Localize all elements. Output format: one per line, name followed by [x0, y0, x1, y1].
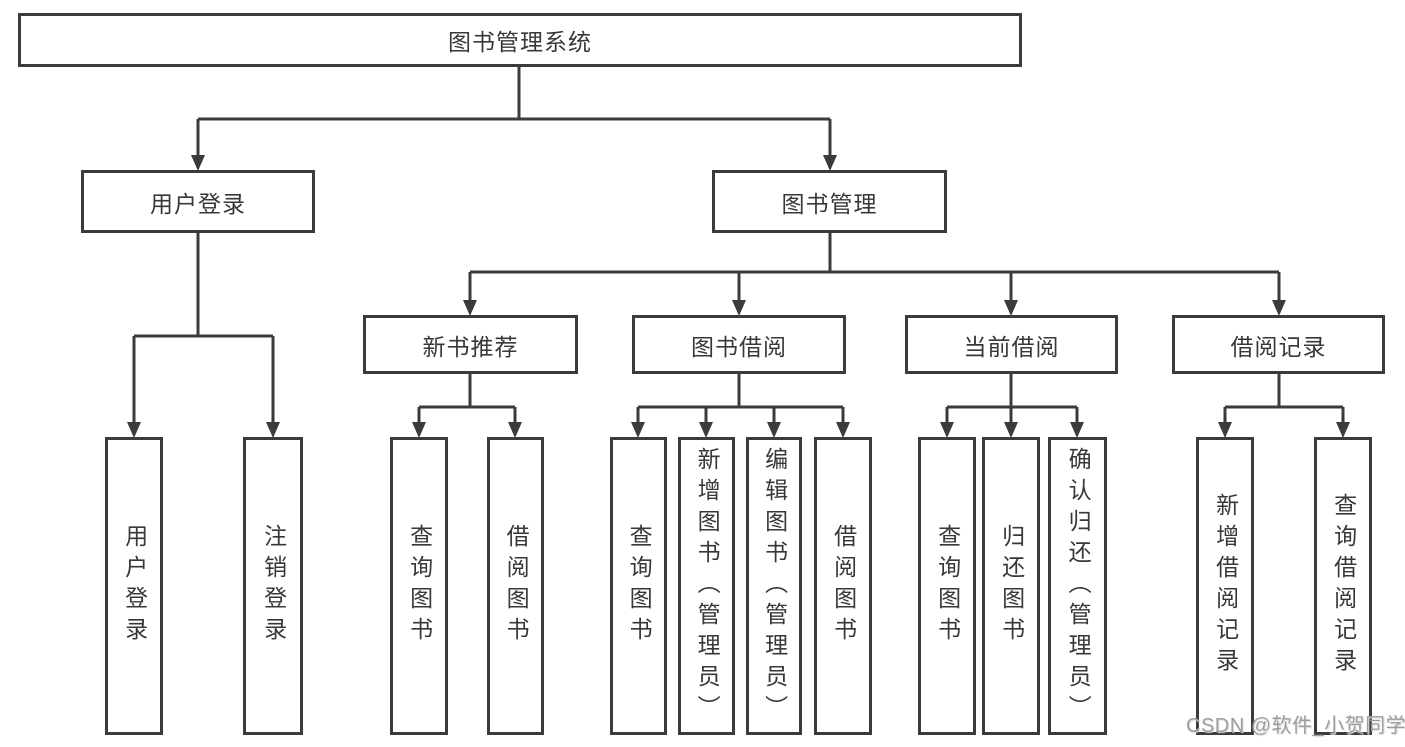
node-user-login: 用户登录 [81, 170, 315, 233]
leaf-logout-login: 注销登录 [243, 437, 303, 735]
arrow-down-icon [412, 422, 426, 438]
node-label: 编辑图书（管理员） [761, 446, 788, 726]
arrow-down-icon [1004, 422, 1018, 438]
arrow-down-icon [732, 300, 746, 316]
arrow-down-icon [699, 422, 713, 438]
watermark: CSDN @软件_小贺同学 [1186, 715, 1405, 737]
arrow-down-icon [266, 422, 280, 438]
arrow-down-icon [1218, 422, 1232, 438]
node-label: 查询图书 [934, 524, 961, 648]
arrow-down-icon [767, 422, 781, 438]
node-label: 借阅图书 [503, 524, 530, 648]
connector-currentborrow-to-leaves [945, 374, 1079, 425]
leaf-query-books-current: 查询图书 [918, 437, 976, 735]
connector-newbook-to-leaves [417, 374, 517, 425]
node-new-book-recommendation: 新书推荐 [363, 315, 578, 374]
arrow-down-icon [1336, 422, 1350, 438]
leaf-return-books: 归还图书 [982, 437, 1040, 735]
leaf-query-books-recommend: 查询图书 [390, 437, 448, 735]
node-label: 确认归还（管理员） [1065, 446, 1092, 726]
arrow-down-icon [940, 422, 954, 438]
leaf-confirm-return-admin: 确认归还（管理员） [1048, 437, 1107, 735]
arrow-down-icon [836, 422, 850, 438]
connector-userlogin-to-leaves [132, 233, 275, 425]
arrow-down-icon [191, 155, 205, 171]
node-library-management-system: 图书管理系统 [18, 13, 1022, 67]
node-label: 新增借阅记录 [1212, 493, 1239, 679]
node-label: 新增图书（管理员） [694, 446, 721, 726]
node-label: 新书推荐 [422, 333, 519, 360]
node-label: 归还图书 [998, 524, 1025, 648]
node-label: 借阅图书 [830, 524, 857, 648]
arrow-down-icon [1070, 422, 1084, 438]
node-label: 用户登录 [150, 190, 246, 217]
node-label: 查询图书 [406, 524, 433, 648]
node-label: 图书管理系统 [448, 29, 592, 55]
arrow-down-icon [823, 155, 837, 171]
leaf-add-borrow-record: 新增借阅记录 [1196, 437, 1254, 735]
arrowheads [127, 155, 1350, 438]
node-current-borrowing: 当前借阅 [905, 315, 1118, 374]
node-book-borrowing: 图书借阅 [632, 315, 846, 374]
leaf-borrow-books-recommend: 借阅图书 [487, 437, 544, 735]
leaf-edit-books-admin: 编辑图书（管理员） [746, 437, 802, 735]
leaf-add-books-admin: 新增图书（管理员） [678, 437, 735, 735]
node-borrowing-records: 借阅记录 [1172, 315, 1385, 374]
node-label: 注销登录 [260, 524, 287, 648]
leaf-user-login: 用户登录 [105, 437, 163, 735]
arrow-down-icon [631, 422, 645, 438]
arrow-down-icon [1272, 300, 1286, 316]
leaf-query-books-borrow: 查询图书 [610, 437, 667, 735]
connector-bookborrow-to-leaves [636, 374, 845, 425]
connector-records-to-leaves [1223, 374, 1345, 425]
connector-bookmgmt-to-level3 [468, 233, 1281, 303]
node-label: 图书管理 [781, 190, 878, 217]
connector-root-to-level2 [196, 66, 832, 158]
node-label: 图书借阅 [691, 333, 787, 360]
leaf-query-borrow-record: 查询借阅记录 [1314, 437, 1372, 735]
arrow-down-icon [508, 422, 522, 438]
node-label: 用户登录 [121, 524, 148, 648]
leaf-borrow-books: 借阅图书 [814, 437, 872, 735]
node-label: 借阅记录 [1230, 333, 1327, 360]
node-label: 查询图书 [626, 524, 653, 648]
arrow-down-icon [463, 300, 477, 316]
arrow-down-icon [1004, 300, 1018, 316]
node-label: 当前借阅 [963, 333, 1060, 360]
node-label: 查询借阅记录 [1330, 493, 1357, 679]
arrow-down-icon [127, 422, 141, 438]
node-book-management: 图书管理 [712, 170, 947, 233]
